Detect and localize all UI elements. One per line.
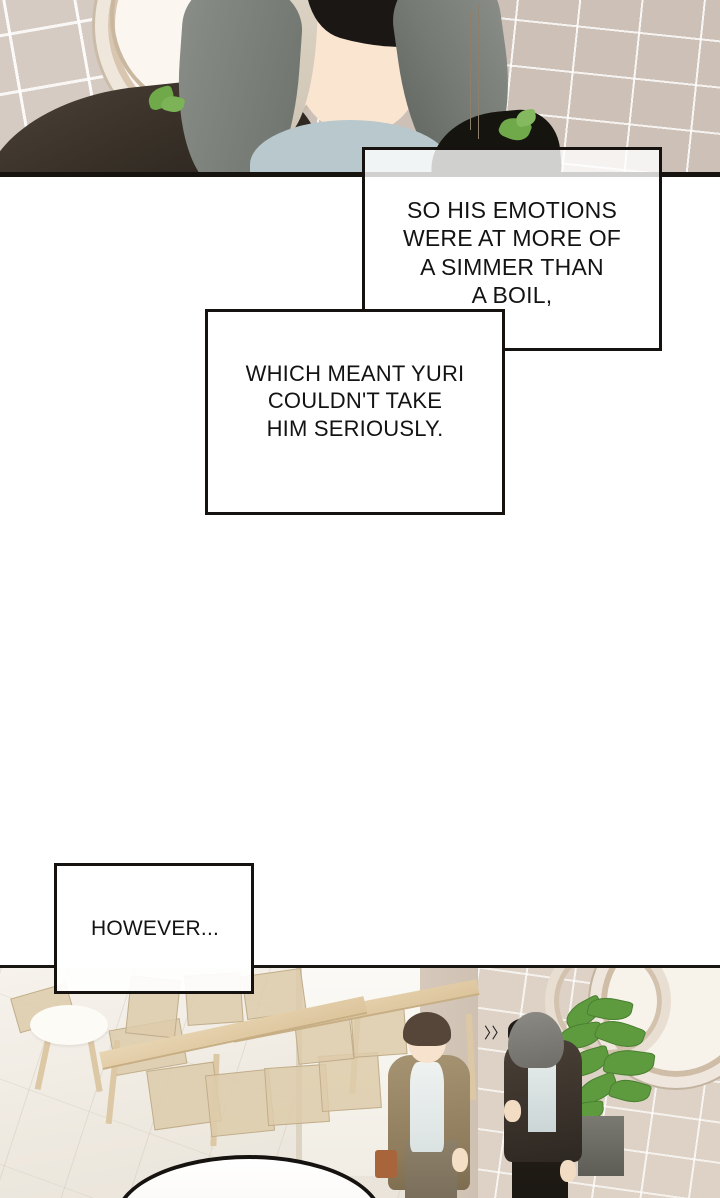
panel-top [0,0,720,177]
caption-box-however: HOWEVER... [54,863,254,994]
round-table [30,1005,108,1045]
character-right-hood [508,1012,564,1068]
character-left-hair [403,1012,451,1046]
sweat-drop-icon: 〉〉 [484,1025,507,1042]
caption-text: SO HIS EMOTIONS WERE AT MORE OF A SIMMER… [402,197,622,308]
caption-text: HOWEVER... [91,916,220,940]
hair-strand [478,4,479,139]
character-left-shirt [410,1062,444,1152]
hair-strand [470,10,471,130]
character-right-hand [504,1100,521,1122]
panel-bottom [0,965,720,1198]
character-right-shirt [528,1060,556,1132]
caption-box-yuri: WHICH MEANT YURI COULDN'T TAKE HIM SERIO… [205,309,505,515]
character-left-hand [452,1148,468,1172]
plant-pot [578,1116,624,1176]
character-right-hand [560,1160,576,1182]
character-left-bag [375,1150,397,1178]
caption-text: WHICH MEANT YURI COULDN'T TAKE HIM SERIO… [245,361,465,441]
